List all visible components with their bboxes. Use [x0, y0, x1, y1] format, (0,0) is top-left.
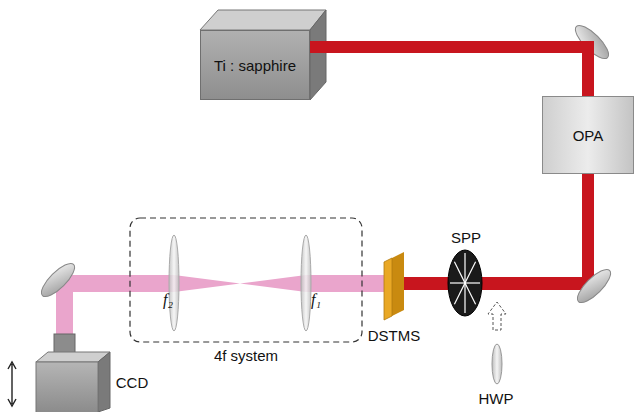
mirror [573, 265, 615, 307]
dstms-crystal [384, 258, 392, 320]
node-label: Ti : sapphire [214, 57, 296, 74]
laser-side-face [310, 10, 326, 100]
red-beam [582, 172, 594, 284]
component-label: SPP [451, 230, 481, 247]
lens-f1 [301, 235, 311, 331]
component-label: HWP [479, 391, 514, 408]
lens-label: f₂ [163, 291, 173, 309]
camera-body [36, 362, 98, 412]
spiral-phase-plate [448, 250, 482, 316]
node-label: OPA [573, 127, 604, 144]
laser-box: Ti : sapphire [200, 30, 310, 100]
spp-spoke [465, 262, 476, 283]
camera-top [36, 352, 110, 362]
camera-lens [54, 334, 75, 354]
spp-spoke [450, 282, 465, 283]
camera-side [98, 352, 110, 412]
spp-spoke [464, 283, 465, 313]
opa-box: OPA [542, 96, 634, 174]
spp-spoke [464, 253, 465, 283]
4f-system-frame [130, 218, 362, 342]
spp-spoke [454, 283, 465, 304]
laser-beam [310, 47, 588, 96]
component-label: CCD [116, 375, 149, 392]
group-label: 4f system [214, 348, 278, 365]
pink-beam [174, 275, 240, 292]
spp-spoke [454, 262, 465, 283]
pink-beam [56, 275, 174, 292]
pink-beam [56, 283, 73, 341]
insert-arrow [488, 302, 506, 330]
spp-spokes [450, 253, 480, 313]
half-wave-plate [492, 344, 502, 384]
component-label: DSTMS [368, 328, 421, 345]
red-beam [400, 277, 590, 290]
spp-spoke [465, 282, 480, 283]
dstms-crystal [392, 252, 404, 316]
translation-arrow [8, 362, 16, 406]
spp-spoke [465, 283, 476, 304]
lens-f2 [169, 235, 179, 331]
laser-top-face [200, 10, 326, 30]
lens-label: f₁ [311, 291, 321, 309]
mirror [37, 259, 79, 301]
pink-beam [306, 275, 388, 292]
pink-beam [240, 275, 306, 292]
